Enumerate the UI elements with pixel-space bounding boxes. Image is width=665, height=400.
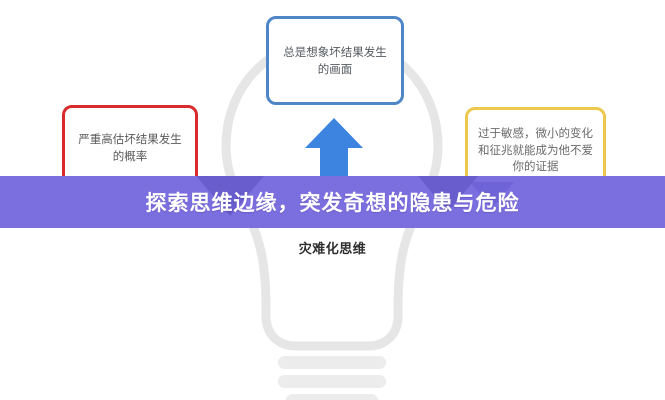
node-right-label: 过于敏感，微小的变化和征兆就能成为他不爱你的证据 xyxy=(478,125,593,174)
banner-triangle-decoration-far-right xyxy=(470,182,514,208)
up-arrow-icon xyxy=(305,118,363,176)
node-top[interactable]: 总是想象坏结果发生的画面 xyxy=(266,16,404,105)
headline-title: 探索思维边缘，突发奇想的隐患与危险 xyxy=(145,191,520,215)
headline-banner: 探索思维边缘，突发奇想的隐患与危险 xyxy=(0,176,665,228)
node-top-label: 总是想象坏结果发生的画面 xyxy=(283,44,387,76)
banner-triangle-decoration-left xyxy=(196,176,264,216)
node-left-label: 严重高估坏结果发生的概率 xyxy=(78,132,182,163)
banner-triangle-decoration-right xyxy=(418,176,478,212)
diagram-center-label: 灾难化思维 xyxy=(298,242,367,257)
